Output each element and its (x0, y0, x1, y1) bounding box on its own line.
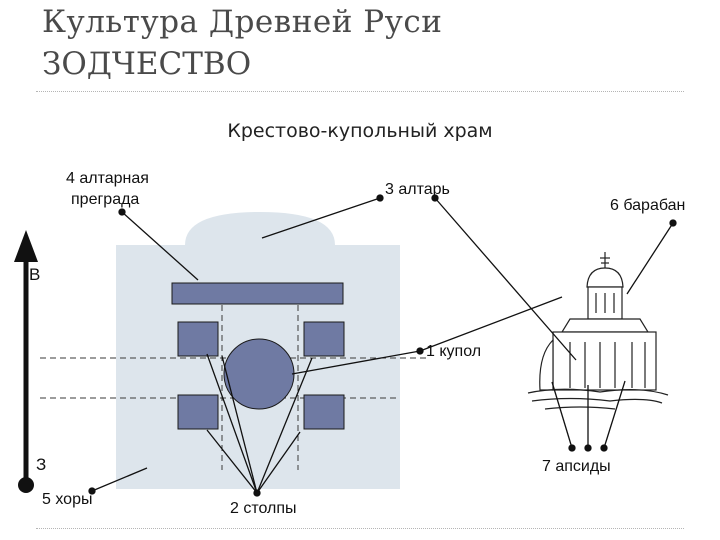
compass-west-label: З (36, 455, 47, 474)
diagram-title: Крестово-купольный храм (227, 120, 493, 142)
label-drum: 6 барабан (610, 197, 686, 214)
footer-divider (36, 528, 684, 529)
altar-barrier-shape (171, 282, 344, 305)
label-dome: 1 купол (426, 343, 482, 360)
label-choirs: 5 хоры (42, 491, 93, 508)
church-drawing (527, 252, 669, 410)
compass-east-label: В (29, 265, 41, 284)
compass-arrow (14, 230, 38, 493)
label-altar-barrier-line1: 4 алтарная (66, 170, 149, 187)
title-divider (36, 91, 684, 92)
pointer-lines (88, 194, 677, 497)
pillars-shapes (177, 321, 345, 430)
slide-section: ЗОДЧЕСТВО (42, 46, 252, 82)
label-altar: 3 алтарь (385, 181, 450, 198)
dome-shape (223, 338, 295, 410)
label-altar-barrier-line2: преграда (71, 191, 140, 208)
slide-title: Культура Древней Руси (42, 4, 443, 40)
label-apses: 7 апсиды (542, 458, 611, 475)
label-pillars: 2 столпы (230, 500, 297, 517)
